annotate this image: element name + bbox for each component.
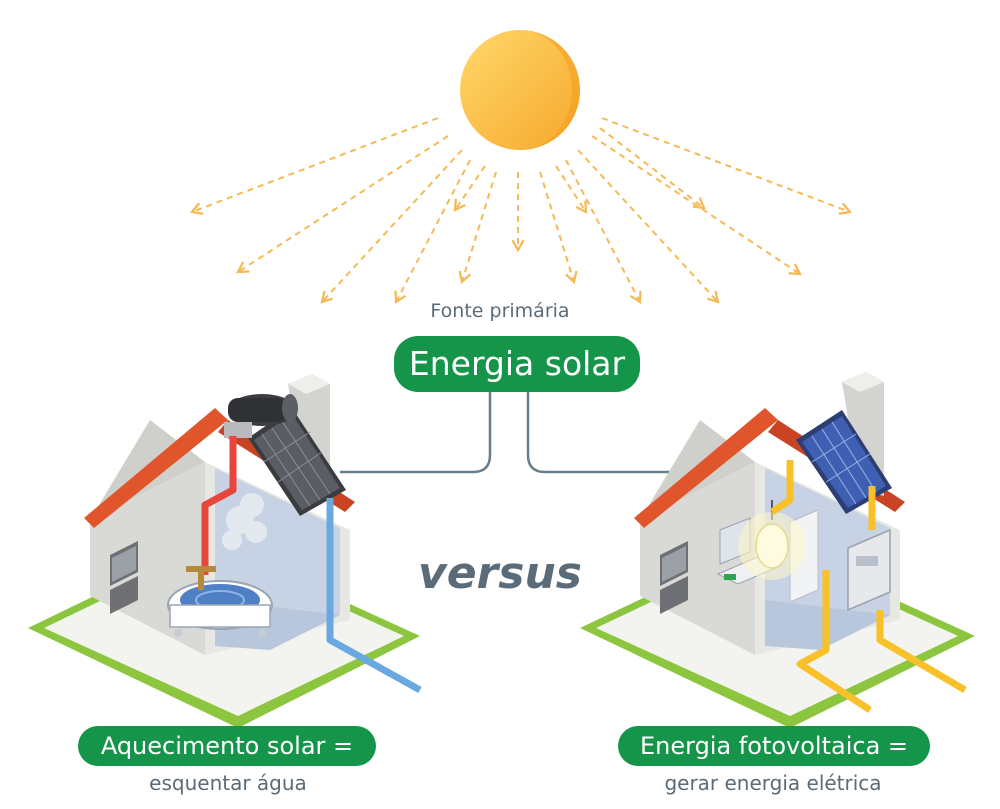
sun-ray bbox=[320, 149, 463, 304]
connector-left bbox=[340, 392, 492, 474]
sun-ray bbox=[236, 135, 449, 274]
connector-lines bbox=[340, 392, 700, 474]
sun-ray bbox=[577, 149, 720, 304]
solar-heating-title: Aquecimento solar = bbox=[78, 726, 376, 766]
solar-heating-caption: esquentar água bbox=[149, 771, 307, 795]
solar-heating-house bbox=[28, 374, 422, 728]
connector-right bbox=[526, 392, 700, 474]
sun-ray bbox=[394, 159, 471, 305]
sun-icon bbox=[460, 30, 580, 150]
photovoltaic-house bbox=[580, 372, 975, 728]
sun-ray bbox=[453, 165, 486, 212]
sun-ray bbox=[539, 171, 578, 285]
photovoltaic-caption: gerar energia elétrica bbox=[664, 771, 882, 795]
versus-label: versus bbox=[418, 548, 582, 599]
sun-ray bbox=[599, 127, 706, 210]
sun-ray bbox=[565, 159, 642, 305]
photovoltaic-title: Energia fotovoltaica = bbox=[618, 726, 930, 766]
sun-ray bbox=[189, 117, 439, 215]
sun-ray bbox=[458, 171, 497, 285]
primary-source-caption: Fonte primária bbox=[430, 300, 570, 322]
solar-energy-title: Energia solar bbox=[394, 336, 640, 392]
sun-ray bbox=[555, 165, 588, 214]
sun-ray bbox=[591, 135, 802, 276]
sun-ray bbox=[601, 117, 853, 215]
sun-rays bbox=[189, 117, 853, 305]
